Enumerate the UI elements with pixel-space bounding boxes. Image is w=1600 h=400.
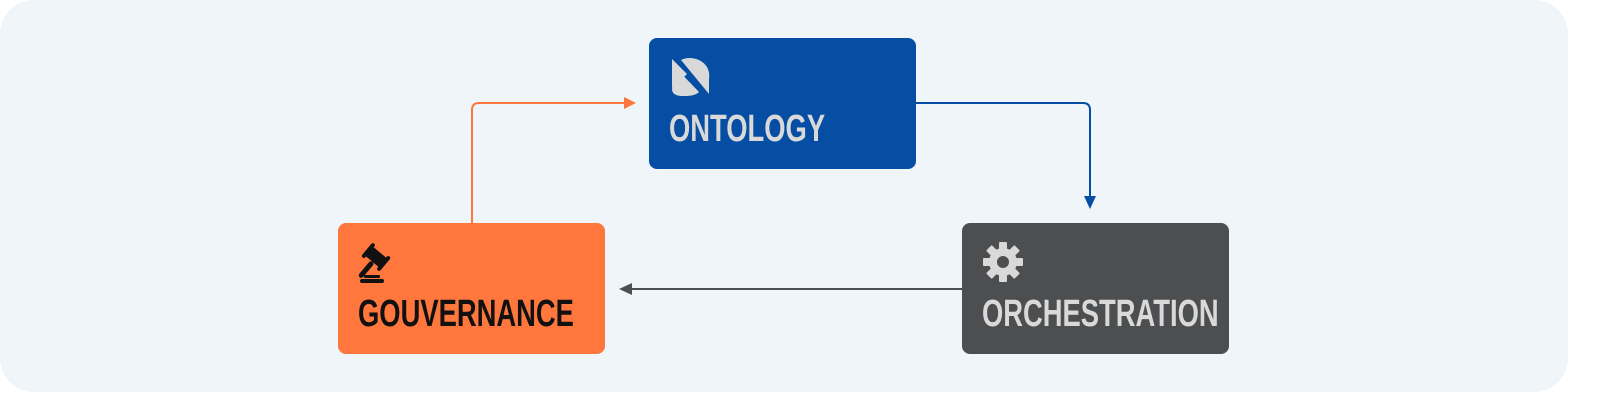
node-ontology[interactable]: ONTOLOGY	[649, 38, 916, 169]
node-orchestration[interactable]: ORCHESTRATION	[962, 223, 1229, 354]
node-label: ORCHESTRATION	[982, 293, 1219, 335]
arrowhead-orchestration	[1084, 196, 1096, 209]
ontology-logo-icon	[672, 58, 710, 96]
arrowhead-ontology	[624, 97, 636, 109]
node-label: ONTOLOGY	[669, 108, 826, 150]
node-label: GOUVERNANCE	[358, 293, 574, 335]
arrowhead-gouvernance	[619, 283, 632, 295]
edge-ontology-to-orchestration	[915, 102, 1091, 198]
gear-icon	[983, 242, 1023, 282]
node-gouvernance[interactable]: GOUVERNANCE	[338, 223, 605, 354]
edge-gouvernance-to-ontology	[471, 102, 626, 223]
gavel-icon	[358, 243, 391, 283]
